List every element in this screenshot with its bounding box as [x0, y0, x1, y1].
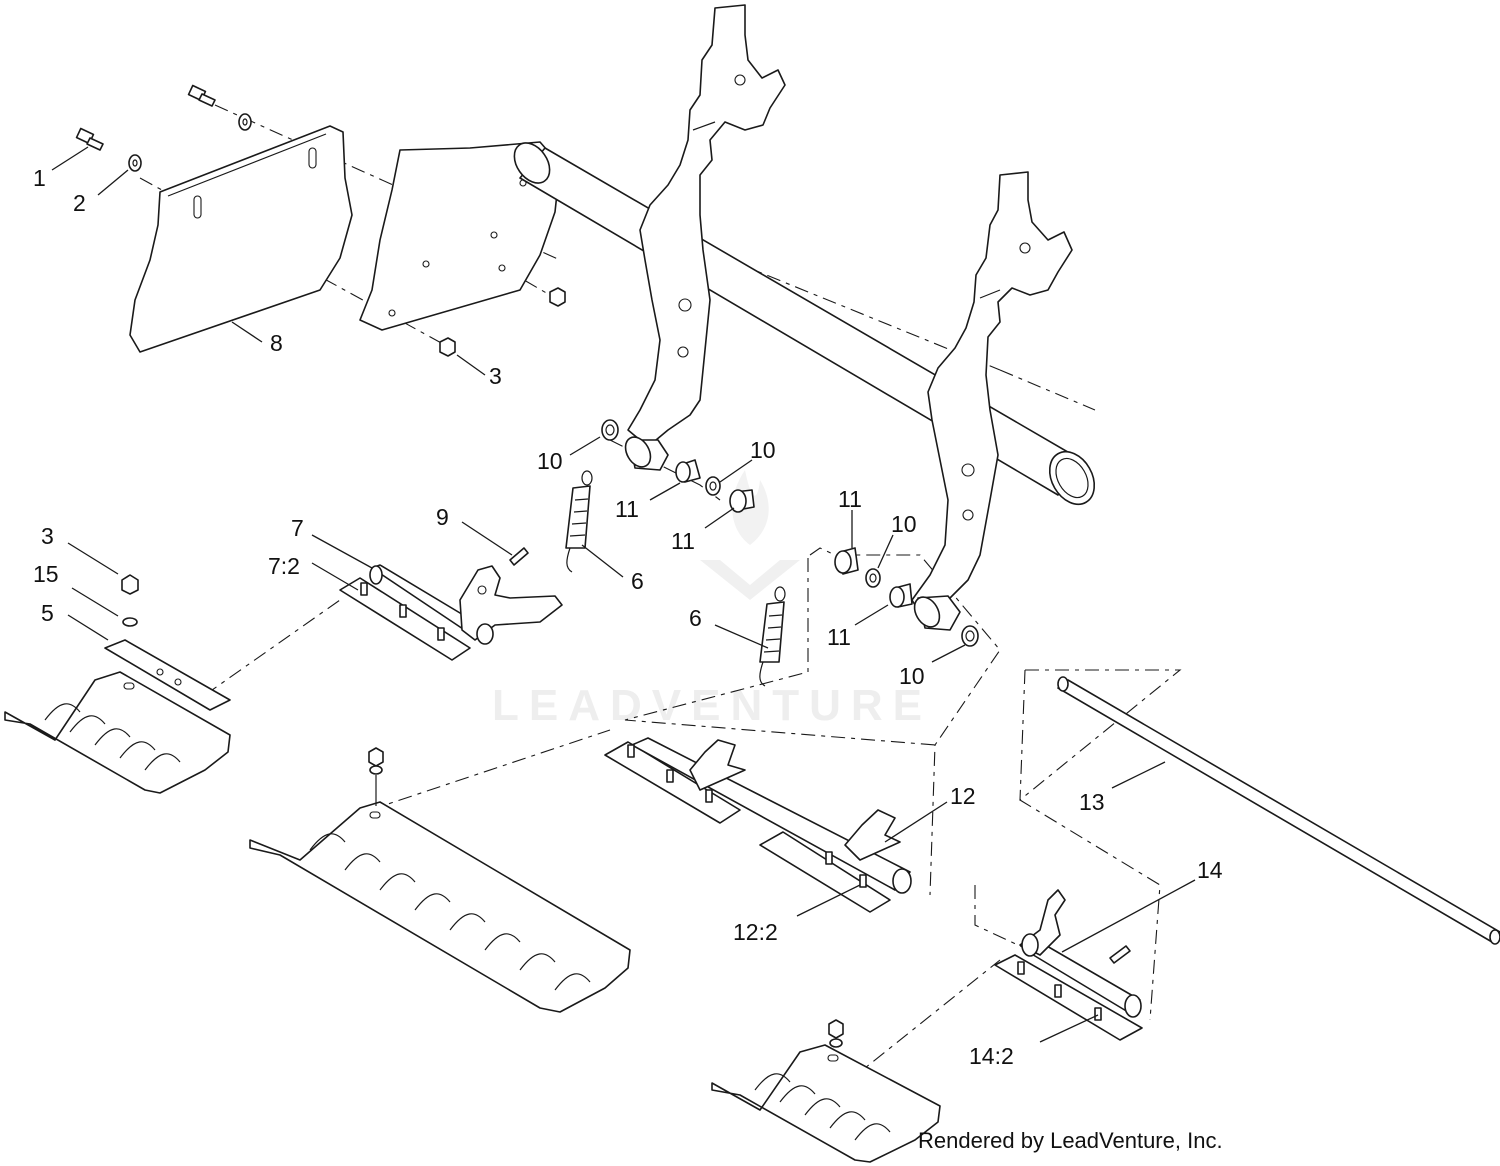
- callout-3: 3: [41, 523, 54, 549]
- callout-2: 2: [73, 190, 86, 216]
- skid-plate-center: [249, 801, 631, 1013]
- callout-14-2: 14:2: [969, 1043, 1014, 1069]
- rod-13: [1057, 676, 1500, 945]
- callout-labels: 1 2 8 3 10 10 11 11 9 6 7 7:2 3 15 5 11 …: [33, 165, 1223, 1069]
- pivot-hub-left: [624, 436, 669, 471]
- callout-12: 12: [950, 783, 976, 809]
- callout-10: 10: [891, 511, 917, 537]
- callout-11: 11: [838, 486, 862, 512]
- callout-8: 8: [270, 330, 283, 356]
- callout-14: 14: [1197, 857, 1223, 883]
- callout-7: 7: [291, 515, 304, 541]
- pivot-hub-right: [913, 595, 961, 631]
- nut-3: [439, 337, 456, 357]
- bracket-7: [339, 564, 563, 661]
- bolt-1: [75, 127, 104, 151]
- callout-11: 11: [615, 496, 639, 522]
- lift-arm-right: [911, 171, 1073, 616]
- bracket-12: [604, 737, 912, 913]
- washer-10-c: [865, 568, 881, 588]
- callout-13: 13: [1079, 789, 1105, 815]
- bushing-11-a: [675, 459, 701, 483]
- skid-plate-left: [4, 671, 231, 794]
- bushing-11-d: [889, 583, 913, 608]
- washer-10-left: [601, 419, 619, 441]
- bracket-14: [994, 889, 1143, 1041]
- callout-11: 11: [827, 624, 851, 650]
- callout-10: 10: [750, 437, 776, 463]
- callout-10: 10: [537, 448, 563, 474]
- skid-plate-right: [711, 1044, 941, 1163]
- shield-plate-8: [129, 125, 353, 353]
- right-nut-washer: [828, 1019, 844, 1048]
- inner-shield-plate: [359, 141, 561, 331]
- nut-3-left: [121, 574, 139, 595]
- washer-upper: [238, 113, 252, 131]
- leadventure-watermark: LEADVENTURE: [492, 470, 932, 730]
- washer-10-d: [961, 625, 979, 647]
- callout-6: 6: [689, 605, 702, 631]
- center-nut-washer: [368, 747, 384, 806]
- callout-5: 5: [41, 600, 54, 626]
- watermark-text: LEADVENTURE: [492, 681, 932, 730]
- callout-12-2: 12:2: [733, 919, 778, 945]
- callout-10: 10: [899, 663, 925, 689]
- bushing-11-b: [729, 489, 755, 513]
- nut-upper: [549, 287, 566, 307]
- leader-lines: [51, 146, 1196, 1043]
- pin-9: [509, 547, 529, 566]
- callout-7-2: 7:2: [268, 553, 300, 579]
- spring-6-upper: [565, 470, 593, 573]
- spring-6-lower: [759, 586, 786, 687]
- washer-2: [128, 154, 142, 172]
- rendered-by-footer: Rendered by LeadVenture, Inc.: [918, 1128, 1223, 1153]
- washer-15: [122, 617, 138, 627]
- callout-3: 3: [489, 363, 502, 389]
- bolt-upper: [187, 84, 216, 107]
- callout-15: 15: [33, 561, 59, 587]
- callout-11: 11: [671, 528, 695, 554]
- lift-arm-left: [627, 4, 786, 446]
- strip-5: [104, 639, 231, 711]
- callout-1: 1: [33, 165, 46, 191]
- bushing-11-c: [834, 547, 859, 575]
- callout-6: 6: [631, 568, 644, 594]
- callout-9: 9: [436, 504, 449, 530]
- washer-10-b: [705, 476, 721, 496]
